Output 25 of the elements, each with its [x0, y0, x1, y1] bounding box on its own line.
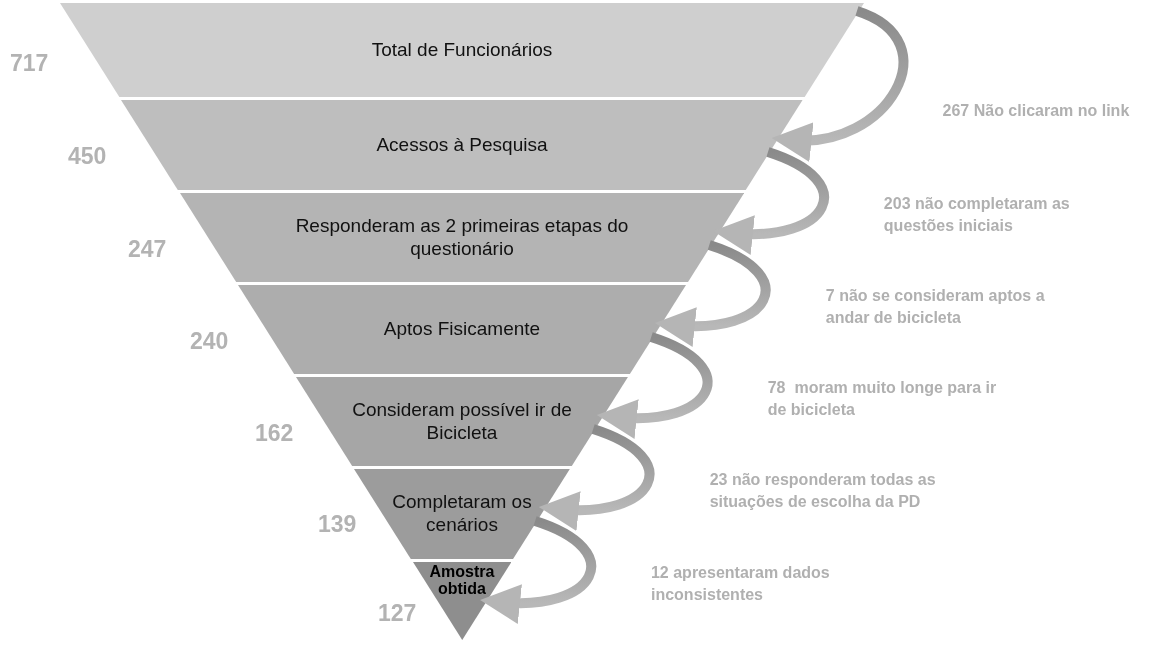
count-label: 139: [318, 513, 357, 536]
band-label: Aptos Fisicamente: [383, 318, 541, 341]
curved-arrow: [596, 332, 713, 438]
band-label: Total de Funcionários: [371, 38, 553, 62]
count-label: 450: [68, 145, 107, 168]
curved-arrow: [480, 516, 597, 623]
band-label: Responderam as 2 primeiras etapas do questionário: [294, 214, 630, 261]
band-label: Completaram os cenários: [391, 491, 533, 537]
curved-arrow: [771, 6, 909, 161]
curved-arrow: [654, 240, 771, 346]
funnel-band: [296, 377, 628, 466]
count-label: 162: [255, 422, 294, 445]
band-label: Acessos à Pesquisa: [376, 133, 548, 157]
band-label: Consideram possível ir de Bicicleta: [351, 398, 573, 445]
count-label: 717: [10, 52, 49, 75]
funnel-band: [237, 285, 686, 374]
funnel-band: [354, 469, 570, 559]
funnel-band: [179, 193, 745, 282]
band-label: Amostra obtida: [428, 564, 496, 598]
count-label: 247: [128, 238, 167, 261]
funnel-band: [60, 3, 864, 97]
count-label: 127: [378, 602, 417, 625]
curved-arrow: [538, 424, 655, 530]
count-label: 240: [190, 330, 229, 353]
funnel-band: [121, 100, 803, 190]
